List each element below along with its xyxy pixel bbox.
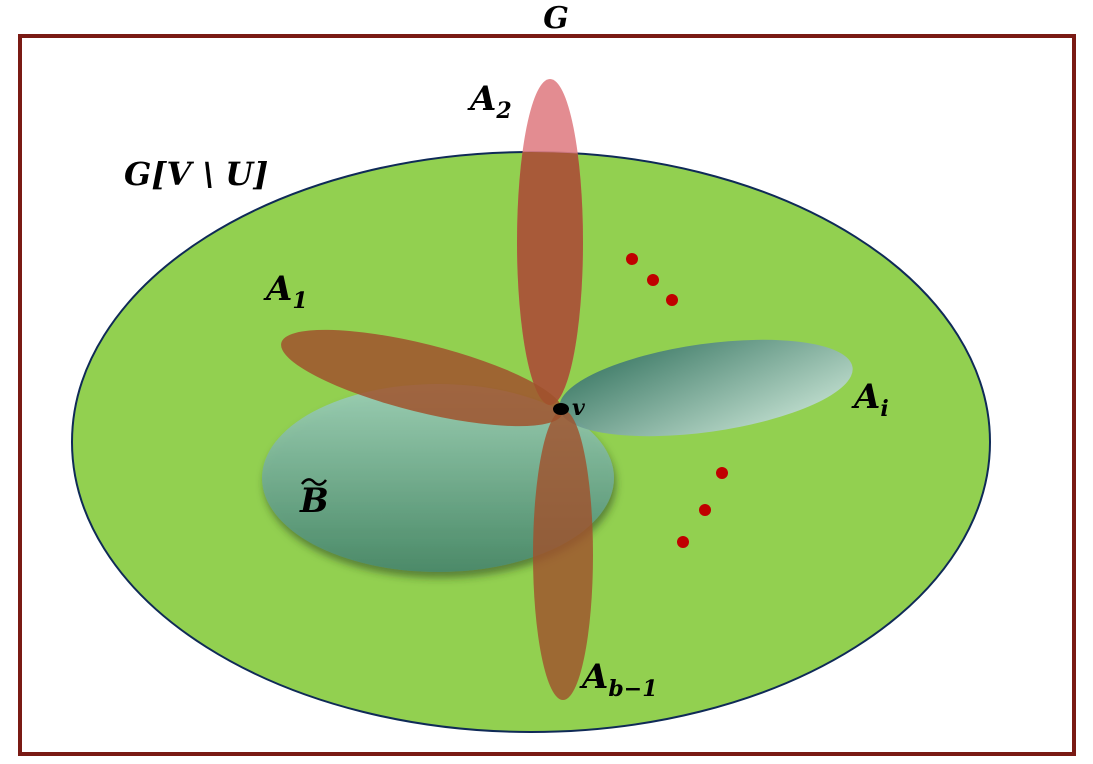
petal-a-i xyxy=(559,339,853,437)
vertex-v xyxy=(553,403,569,415)
label-a-2-main: A xyxy=(467,79,496,119)
label-vertex-v: v xyxy=(572,395,585,421)
label-a-1: A1 xyxy=(263,269,308,314)
petal-a-2-overlap xyxy=(517,152,583,405)
graph-frame xyxy=(18,34,1076,756)
label-outer-graph: G xyxy=(543,1,569,36)
ellipsis-dot xyxy=(716,467,728,479)
label-b-tilde: B xyxy=(299,481,329,521)
ellipsis-dot xyxy=(677,536,689,548)
label-a-b-minus-1-sub: b−1 xyxy=(608,676,657,702)
ellipsis-dot xyxy=(647,274,659,286)
label-a-i-sub: i xyxy=(880,396,888,422)
ellipsis-dot xyxy=(699,504,711,516)
label-a-1-sub: 1 xyxy=(292,288,307,314)
petal-a-1 xyxy=(281,329,563,427)
label-a-i-main: A xyxy=(851,377,880,417)
label-subgraph: G[V \ U] xyxy=(124,155,268,193)
ellipsis-dot xyxy=(666,294,678,306)
petal-a-b-minus-1 xyxy=(533,410,593,700)
label-a-1-main: A xyxy=(263,269,292,309)
tilde-accent xyxy=(301,478,327,486)
label-a-2-sub: 2 xyxy=(495,98,511,124)
label-a-i: Ai xyxy=(851,377,889,422)
ellipsis-dot xyxy=(626,253,638,265)
label-a-b-minus-1-main: A xyxy=(579,657,608,697)
label-a-2: A2 xyxy=(467,79,512,124)
label-a-b-minus-1: Ab−1 xyxy=(579,657,658,702)
b-tilde-region xyxy=(262,384,614,572)
